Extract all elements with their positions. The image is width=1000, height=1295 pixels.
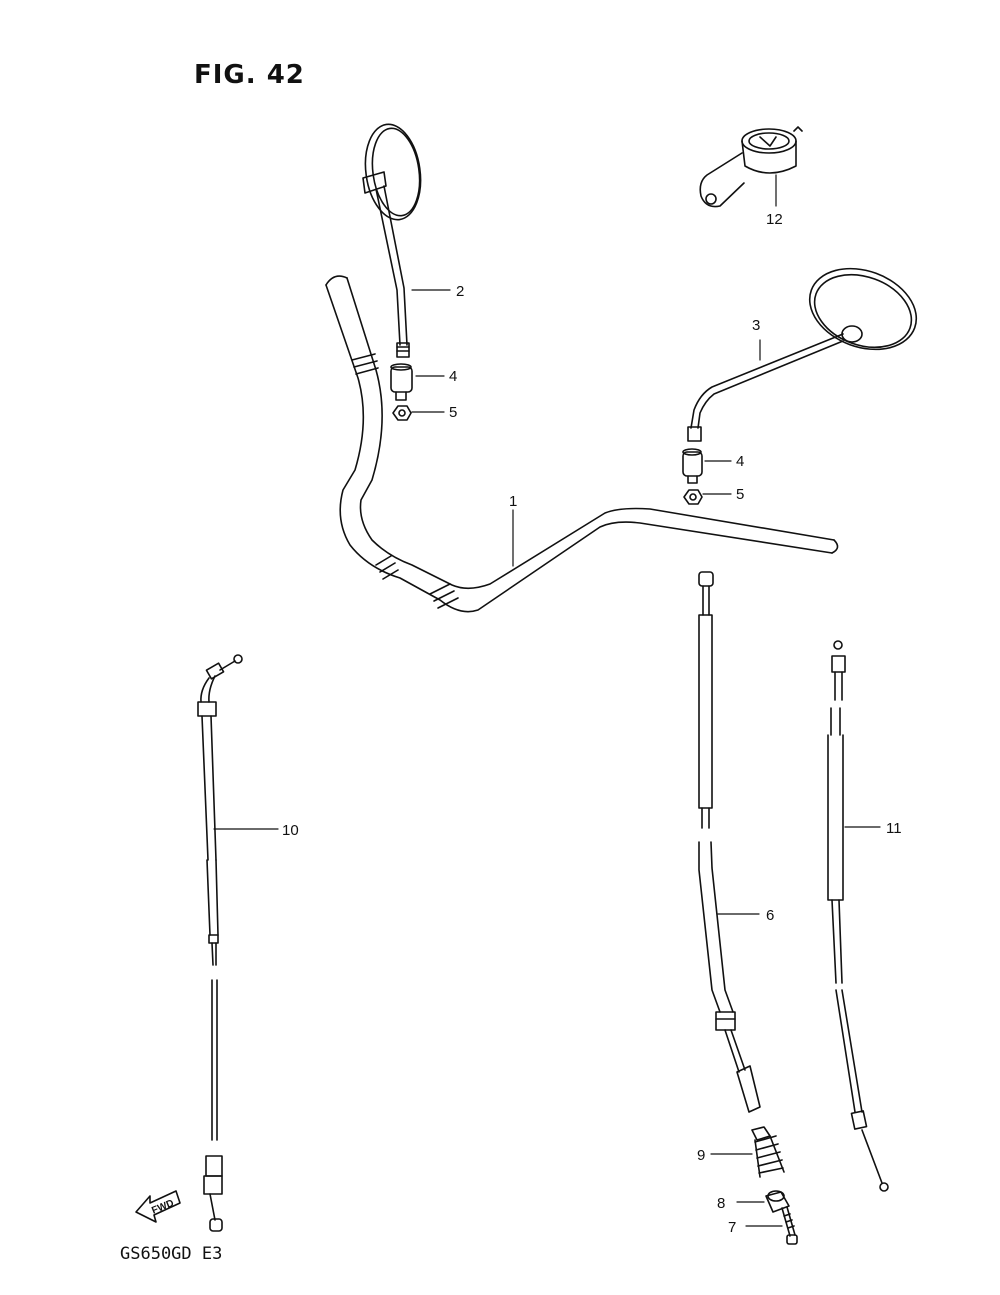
callout-4-right: 4 <box>736 453 744 470</box>
callout-5-right: 5 <box>736 486 744 503</box>
callout-7: 7 <box>728 1219 736 1236</box>
callout-5-left: 5 <box>449 404 457 421</box>
callout-11: 11 <box>886 820 902 837</box>
callout-9: 9 <box>697 1147 705 1164</box>
handlebar <box>325 275 839 613</box>
clutch-cable <box>698 571 761 1113</box>
mirror-adapter-right <box>682 448 703 484</box>
choke-cable <box>827 640 889 1192</box>
callout-1: 1 <box>509 493 517 510</box>
throttle-cable <box>197 654 243 1232</box>
nut-right <box>683 489 703 505</box>
callouts: 2 3 4 4 5 5 1 6 9 8 7 10 11 12 FWD <box>150 211 901 1236</box>
fuel-cap <box>699 126 803 208</box>
screw <box>781 1206 798 1245</box>
callout-10: 10 <box>282 822 299 839</box>
callout-6: 6 <box>766 907 774 924</box>
callout-3: 3 <box>752 317 760 334</box>
leader-lines <box>213 174 881 1227</box>
left-mirror <box>362 123 422 358</box>
mirror-adapter-left <box>390 363 413 401</box>
callout-8: 8 <box>717 1195 725 1212</box>
nut-left <box>392 405 412 421</box>
right-mirror <box>687 267 918 442</box>
callout-2: 2 <box>456 283 464 300</box>
callout-4-left: 4 <box>449 368 457 385</box>
fwd-arrow-icon <box>135 1190 181 1223</box>
callout-12: 12 <box>766 211 783 228</box>
boot <box>751 1126 785 1178</box>
cable-end <box>765 1190 790 1213</box>
model-code: GS650GD E3 <box>120 1244 223 1264</box>
figure-title: FIG. 42 <box>194 60 305 90</box>
